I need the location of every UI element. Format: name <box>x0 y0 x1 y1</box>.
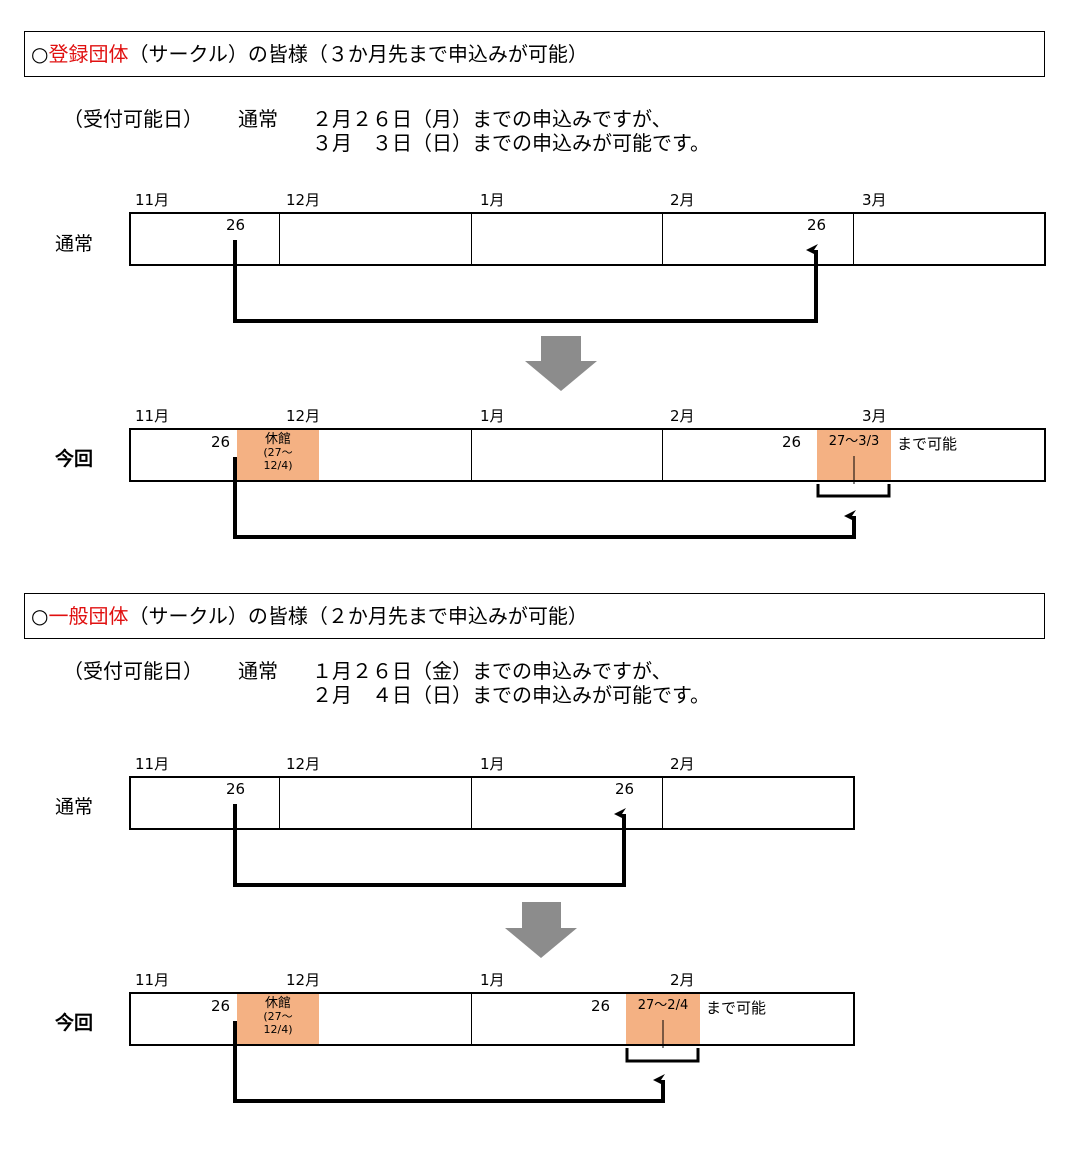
booking-window-connector <box>233 804 626 887</box>
month-label: 12月 <box>286 407 321 425</box>
month-label: 11月 <box>135 407 170 425</box>
month-divider <box>279 776 280 830</box>
month-divider <box>471 428 472 482</box>
range-bracket <box>816 484 891 498</box>
extended-range-label: 27～3/3 <box>828 434 880 449</box>
closed-period-highlight <box>237 994 319 1044</box>
section1-info-line2: ３月 ３日（日）までの申込みが可能です。 <box>312 131 710 155</box>
month-divider <box>471 212 472 266</box>
section2-info-normal: 通常 <box>238 659 278 683</box>
month-divider <box>662 428 663 482</box>
start-day-label: 26 <box>211 997 231 1015</box>
month-label: 11月 <box>135 191 170 209</box>
circle-icon: ○ <box>31 604 49 628</box>
timeline-bar-normal <box>129 212 1046 266</box>
booking-window-connector <box>233 1021 665 1103</box>
month-label: 2月 <box>670 755 695 773</box>
row-label-normal: 通常 <box>55 796 94 818</box>
month-label: 2月 <box>670 407 695 425</box>
month-label: 1月 <box>480 191 505 209</box>
start-day-label: 26 <box>226 780 246 798</box>
timeline-bar-normal <box>129 776 855 830</box>
month-divider <box>279 212 280 266</box>
month-label: 2月 <box>670 971 695 989</box>
closed-period-label: 休館 (27～ 12/4) <box>237 997 319 1036</box>
end-day-label: 26 <box>591 997 611 1015</box>
extended-range-label: 27～2/4 <box>637 998 689 1013</box>
closed-range-start: (27～ <box>263 446 293 459</box>
month-divider <box>853 212 854 266</box>
section2-header: ○一般団体（サークル）の皆様（２か月先まで申込みが可能） <box>24 593 1045 639</box>
circle-icon: ○ <box>31 42 49 66</box>
closed-title: 休館 <box>264 996 291 1011</box>
section1-header-text: （サークル）の皆様（３か月先まで申込みが可能） <box>128 42 588 66</box>
extended-note: まで可能 <box>897 435 958 453</box>
month-label: 2月 <box>670 191 695 209</box>
range-bracket <box>625 1048 700 1063</box>
section2-info-line1: １月２６日（金）までの申込みですが、 <box>312 659 672 683</box>
month-label: 3月 <box>862 191 887 209</box>
down-arrow-icon <box>505 902 577 958</box>
month-label: 12月 <box>286 191 321 209</box>
section1-info-line1: ２月２６日（月）までの申込みですが、 <box>312 107 672 131</box>
booking-window-connector <box>233 457 856 539</box>
section2-header-text: （サークル）の皆様（２か月先まで申込みが可能） <box>128 604 588 628</box>
section1-info-normal: 通常 <box>238 107 278 131</box>
month-label: 1月 <box>480 755 505 773</box>
row-label-current: 今回 <box>55 448 94 470</box>
month-label: 3月 <box>862 407 887 425</box>
closed-period-label: 休館 (27～ 12/4) <box>237 433 319 472</box>
month-divider <box>662 212 663 266</box>
start-day-label: 26 <box>226 216 246 234</box>
month-divider <box>471 992 472 1046</box>
section1-group-type: 登録団体 <box>48 42 129 66</box>
month-label: 1月 <box>480 407 505 425</box>
start-day-label: 26 <box>211 433 231 451</box>
section1-header: ○登録団体（サークル）の皆様（３か月先まで申込みが可能） <box>24 31 1045 77</box>
row-label-normal: 通常 <box>55 233 94 255</box>
extended-note: まで可能 <box>706 999 767 1017</box>
month-label: 12月 <box>286 755 321 773</box>
closed-title: 休館 <box>264 432 291 447</box>
closed-period-highlight <box>237 430 319 480</box>
section2-info-line2: ２月 ４日（日）までの申込みが可能です。 <box>312 683 710 707</box>
down-arrow-icon <box>525 336 597 391</box>
end-day-label: 26 <box>807 216 827 234</box>
month-divider <box>662 776 663 830</box>
section2-group-type: 一般団体 <box>48 604 129 628</box>
end-day-label: 26 <box>615 780 635 798</box>
row-label-current: 今回 <box>55 1012 94 1034</box>
closed-range-start: (27～ <box>263 1010 293 1023</box>
section1-info-label: （受付可能日） <box>63 107 203 131</box>
month-divider <box>471 776 472 830</box>
closed-range-end: 12/4) <box>263 1023 293 1036</box>
section2-info-label: （受付可能日） <box>63 659 203 683</box>
end-day-label: 26 <box>782 433 802 451</box>
month-label: 11月 <box>135 971 170 989</box>
month-label: 1月 <box>480 971 505 989</box>
month-label: 12月 <box>286 971 321 989</box>
closed-range-end: 12/4) <box>263 459 293 472</box>
month-label: 11月 <box>135 755 170 773</box>
booking-window-connector <box>233 240 818 323</box>
